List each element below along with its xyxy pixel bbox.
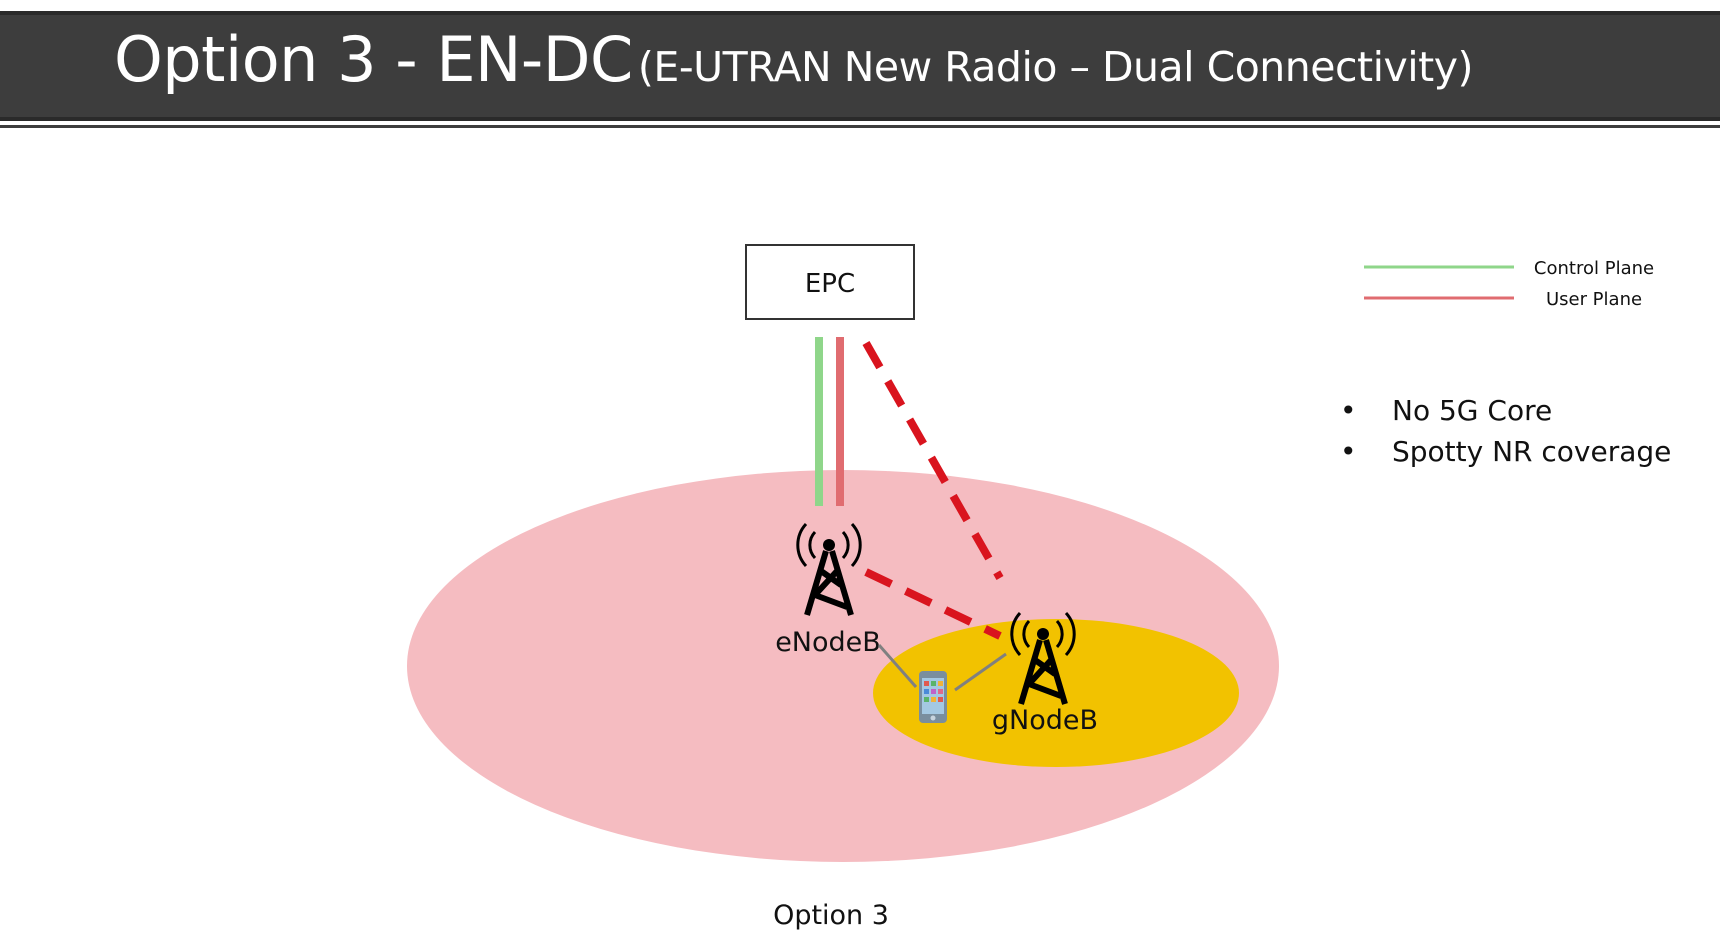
title-bar: Option 3 - EN-DC (E-UTRAN New Radio – Du… (0, 11, 1720, 121)
note-item: No 5G Core (1340, 390, 1671, 431)
legend: Control Plane User Plane (1364, 258, 1654, 310)
gnodeb-tower-icon (1010, 611, 1076, 705)
enodeb-gnodeb-x2-link (864, 568, 1002, 640)
title-main: Option 3 - EN-DC (114, 23, 633, 96)
legend-control-plane-label: Control Plane (1534, 258, 1654, 279)
notes-list: No 5G Core Spotty NR coverage (1340, 390, 1671, 472)
smartphone-icon (919, 671, 947, 723)
legend-user-plane-label: User Plane (1546, 289, 1642, 310)
note-item: Spotty NR coverage (1340, 431, 1671, 472)
epc-label: EPC (805, 269, 855, 299)
diagram-caption: Option 3 (773, 900, 889, 931)
epc-gnodeb-user-plane-link (862, 341, 1004, 580)
ue-enodeb-radio-link (877, 644, 918, 688)
ue-gnodeb-radio-link (954, 652, 1007, 692)
enodeb-tower-icon (796, 522, 862, 616)
epc-node: EPC (745, 244, 915, 320)
enodeb-label: eNodeB (775, 627, 881, 658)
page-title: Option 3 - EN-DC (E-UTRAN New Radio – Du… (114, 29, 1474, 91)
gnodeb-label: gNodeB (992, 705, 1098, 736)
title-subtitle: (E-UTRAN New Radio – Dual Connectivity) (637, 43, 1474, 91)
